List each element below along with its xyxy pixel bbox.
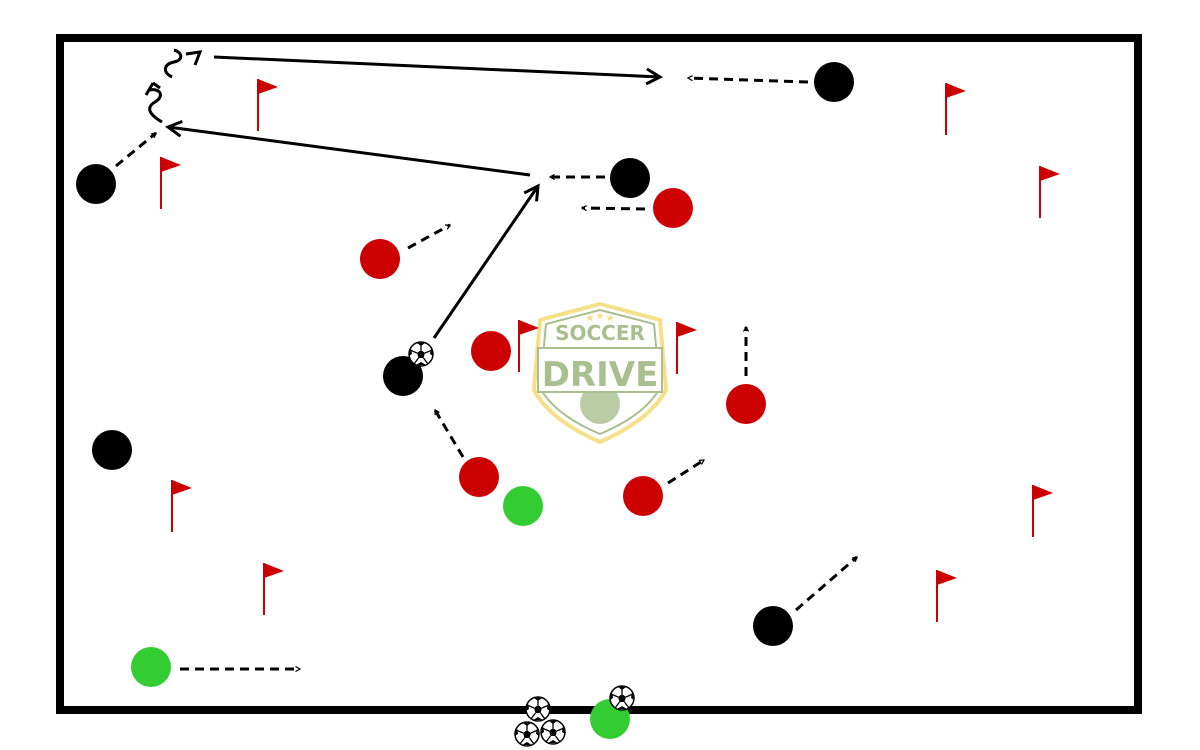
- pass-arrow: [168, 127, 531, 177]
- soccer-drive-logo: SOCCER DRIVE: [531, 301, 669, 445]
- run-arrow: [582, 208, 646, 209]
- dribble-arrows: [144, 48, 203, 124]
- soccer-ball-icon: [525, 696, 551, 722]
- black-player: [814, 62, 854, 102]
- black-player: [610, 158, 650, 198]
- run-arrows: [115, 78, 858, 669]
- red-player: [471, 331, 511, 371]
- red-team: [360, 188, 766, 516]
- soccer-ball-icon: [514, 721, 540, 747]
- logo-line1: SOCCER: [555, 321, 645, 345]
- soccer-ball-icon: [609, 685, 635, 711]
- run-arrow: [667, 458, 704, 485]
- black-player: [383, 356, 423, 396]
- dribble-arrow: [148, 88, 163, 124]
- green-player: [131, 647, 171, 687]
- dribble-arrow: [164, 48, 183, 79]
- pass-arrow: [213, 55, 660, 77]
- pass-arrow: [432, 186, 538, 339]
- black-player: [753, 606, 793, 646]
- run-arrow: [433, 410, 465, 458]
- soccer-ball-icon: [540, 719, 566, 745]
- red-player: [653, 188, 693, 228]
- black-player: [76, 164, 116, 204]
- black-player: [92, 430, 132, 470]
- run-arrow: [407, 223, 450, 250]
- run-arrow: [115, 131, 156, 168]
- black-team: [76, 62, 854, 646]
- red-player: [459, 457, 499, 497]
- red-player: [360, 239, 400, 279]
- logo-line2: DRIVE: [542, 355, 659, 395]
- soccer-ball-icon: [408, 341, 434, 367]
- run-arrow: [688, 78, 809, 84]
- run-arrow: [795, 555, 858, 612]
- red-player: [726, 384, 766, 424]
- red-player: [623, 476, 663, 516]
- green-player: [503, 486, 543, 526]
- pass-arrows: [168, 55, 660, 339]
